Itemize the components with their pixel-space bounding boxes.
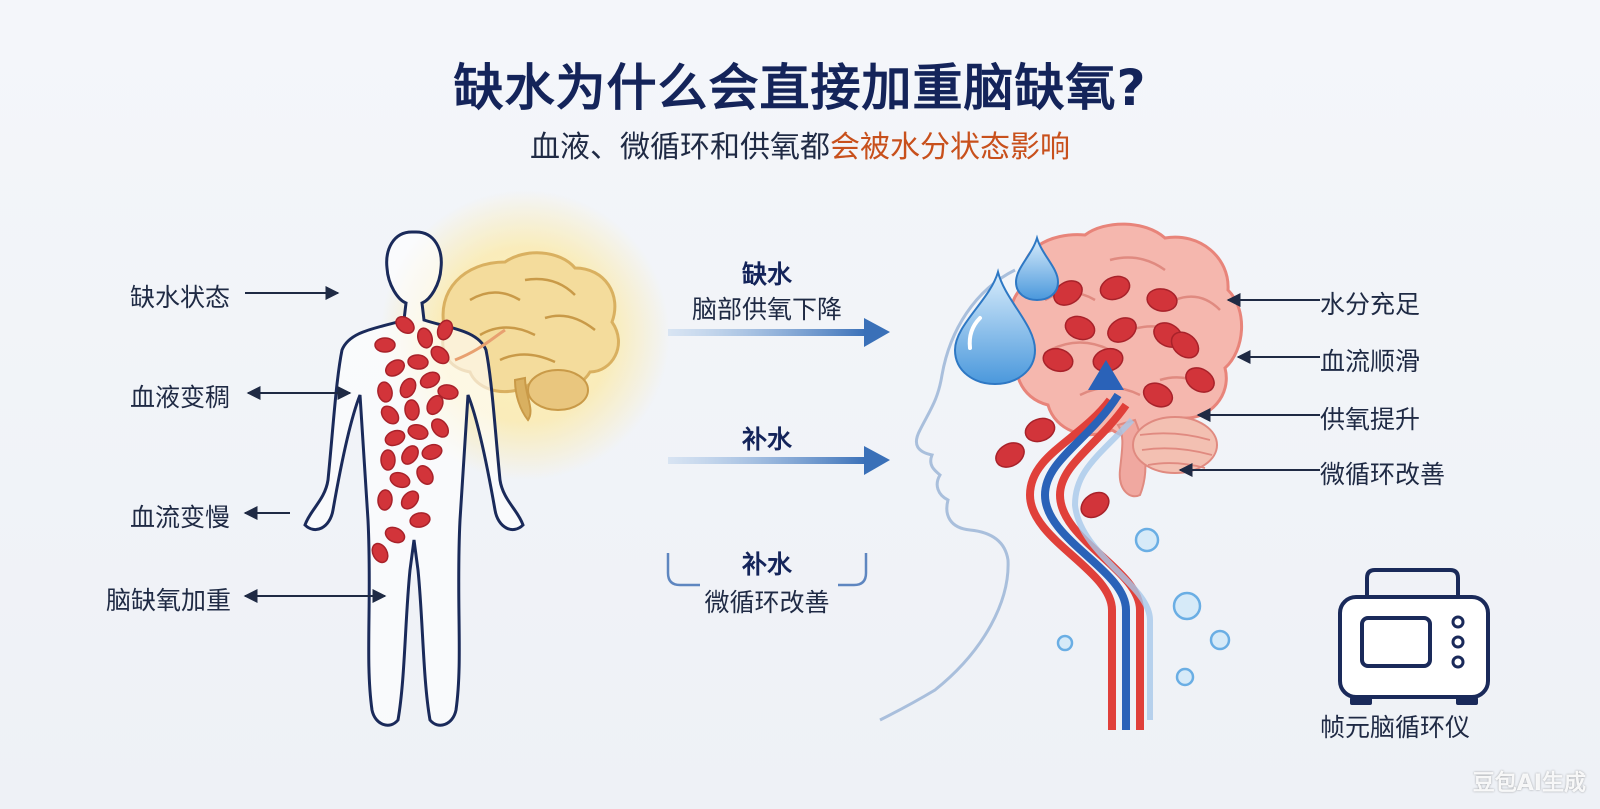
flow-3-title: 补水 [741, 550, 792, 579]
torso-blood-cell [407, 354, 429, 370]
torso-blood-cell [426, 394, 444, 416]
torso-blood-cell [384, 359, 406, 377]
brain-connector [454, 328, 506, 362]
label-oxygen: 供氧提升 [1320, 405, 1421, 434]
torso-blood-cell [399, 377, 417, 399]
torso-blood-cell [419, 371, 441, 389]
brain-blood-cell [995, 442, 1025, 468]
flow-arrow-1 [668, 318, 890, 347]
flow-1-title: 缺水 [741, 260, 792, 289]
flow-arrow-2 [668, 446, 890, 475]
torso-blood-cell [416, 465, 434, 485]
torso-blood-cell [377, 489, 393, 511]
brain-blood-cell [1107, 317, 1137, 343]
torso-blood-cell [389, 471, 411, 489]
torso-blood-cell [384, 526, 406, 544]
torso-blood-cell [380, 449, 396, 471]
torso-blood-cell [384, 429, 406, 447]
brain-blood-cell [1053, 280, 1083, 306]
subtitle-highlight: 会被水分状态影响 [830, 130, 1070, 165]
device-icon [1338, 568, 1490, 705]
torso-blood-cell [430, 345, 450, 365]
brain-blood-cell [1064, 315, 1096, 341]
watermark: 豆包AI生成 [1472, 771, 1586, 796]
brain-blood-cell [1024, 417, 1056, 443]
torso-blood-cell [377, 381, 393, 403]
label-thick-blood: 血液变稠 [130, 383, 231, 412]
label-slow-flow: 血流变慢 [130, 503, 231, 532]
blood-vessels [1025, 360, 1153, 730]
torso-blood-cell [404, 399, 420, 421]
flow-1-subtitle: 脑部供氧下降 [691, 295, 842, 324]
brain-blood-cell [1170, 331, 1200, 359]
flow-3-subtitle: 微循环改善 [704, 588, 830, 617]
device-label: 帧元脑循环仪 [1320, 713, 1471, 742]
torso-blood-cell [437, 384, 459, 400]
face-profile-outline [879, 268, 1016, 722]
water-drop-large-icon [953, 268, 1037, 386]
torso-blood-cells [371, 316, 459, 564]
torso-blood-cell [407, 424, 429, 440]
brain-blood-cell [1185, 367, 1215, 393]
torso-blood-cell [401, 445, 419, 465]
label-smooth: 血流顺滑 [1320, 347, 1421, 376]
torso-blood-cell [436, 319, 454, 341]
right-cerebellum [1132, 416, 1218, 474]
page-title: 缺水为什么会直接加重脑缺氧? [453, 59, 1147, 117]
bracket-3 [666, 553, 868, 587]
oxygen-bubbles [1056, 527, 1231, 687]
subtitle-plain: 血液、微循环和供氧都 [530, 130, 830, 165]
brain-blood-cell [1080, 491, 1110, 519]
vessel-arrow-up-icon [1088, 360, 1124, 390]
torso-blood-cell [374, 337, 396, 353]
brain-blood-cell [1099, 275, 1131, 301]
brain-blood-cells [995, 275, 1215, 519]
torso-blood-cell [400, 490, 420, 510]
flow-2-title: 补水 [741, 425, 792, 454]
water-drop-small-icon [1014, 234, 1060, 302]
label-hypoxia: 脑缺氧加重 [106, 586, 232, 615]
brain-blood-cell [1142, 382, 1174, 408]
label-micro: 微循环改善 [1320, 460, 1446, 489]
torso-blood-cell [395, 316, 415, 334]
label-water: 水分充足 [1320, 290, 1421, 319]
label-dehydration: 缺水状态 [130, 283, 231, 312]
torso-blood-cell [421, 443, 443, 461]
brain-blood-cell [1146, 288, 1178, 312]
torso-blood-cell [416, 327, 434, 349]
torso-blood-cell [430, 418, 450, 438]
cerebellum [527, 369, 589, 411]
brain-blood-cell [1042, 347, 1074, 373]
torso-blood-cell [371, 542, 389, 564]
page-subtitle: 血液、微循环和供氧都会被水分状态影响 [0, 122, 1600, 166]
torso-blood-cell [380, 405, 400, 425]
torso-blood-cell [409, 512, 431, 528]
